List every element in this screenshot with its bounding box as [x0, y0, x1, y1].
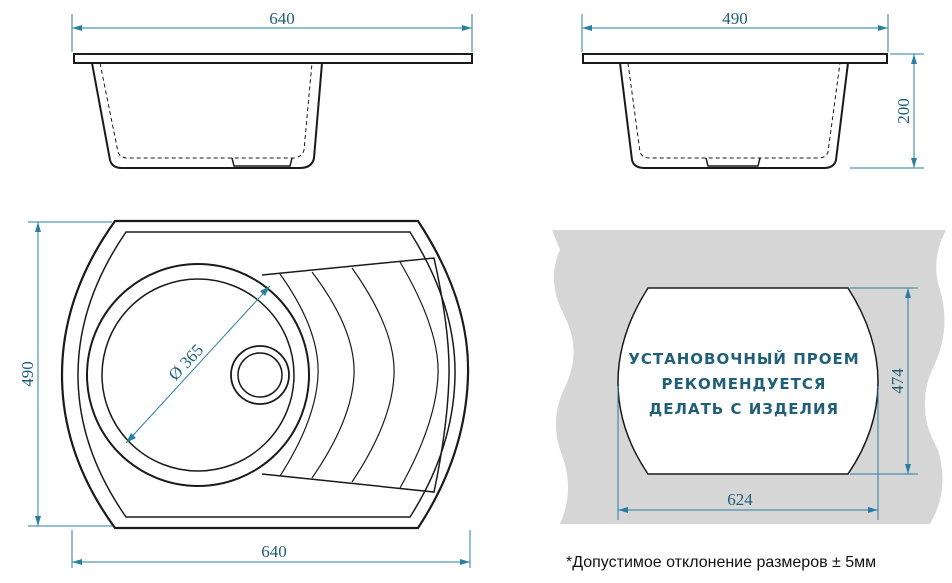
side-bowl-outline [619, 62, 849, 169]
tolerance-footnote: *Допустимое отклонение размеров ± 5мм [566, 554, 876, 571]
top-view: 490 Ø 365 640 [18, 219, 471, 568]
side-width-label: 490 [722, 9, 748, 28]
bowl-diameter-dimension-line [125, 285, 271, 444]
drain-hole [230, 345, 290, 405]
top-width-label: 640 [261, 542, 287, 561]
cutout-height-label: 474 [888, 368, 907, 394]
cutout-note-line-2: РЕКОМЕНДУЕТСЯ [662, 375, 827, 393]
top-height-label: 490 [18, 361, 37, 387]
front-bowl-outline [91, 62, 323, 169]
front-width-label: 640 [269, 9, 295, 28]
front-side-view: 640 [71, 9, 473, 169]
cutout-width-label: 624 [727, 490, 753, 509]
cutout-note-line-3: ДЕЛАТЬ С ИЗДЕЛИЯ [649, 400, 839, 418]
cutout-template: УСТАНОВОЧНЫЙ ПРОЕМ РЕКОМЕНДУЕТСЯ ДЕЛАТЬ … [552, 230, 946, 524]
cutout-opening [617, 287, 879, 475]
round-bowl [86, 263, 310, 487]
side-profile-view: 490 200 [581, 9, 924, 169]
drainer-area [261, 257, 450, 493]
sink-outer-outline [60, 219, 470, 530]
side-height-label: 200 [894, 98, 913, 124]
cutout-note-line-1: УСТАНОВОЧНЫЙ ПРОЕМ [628, 349, 859, 368]
